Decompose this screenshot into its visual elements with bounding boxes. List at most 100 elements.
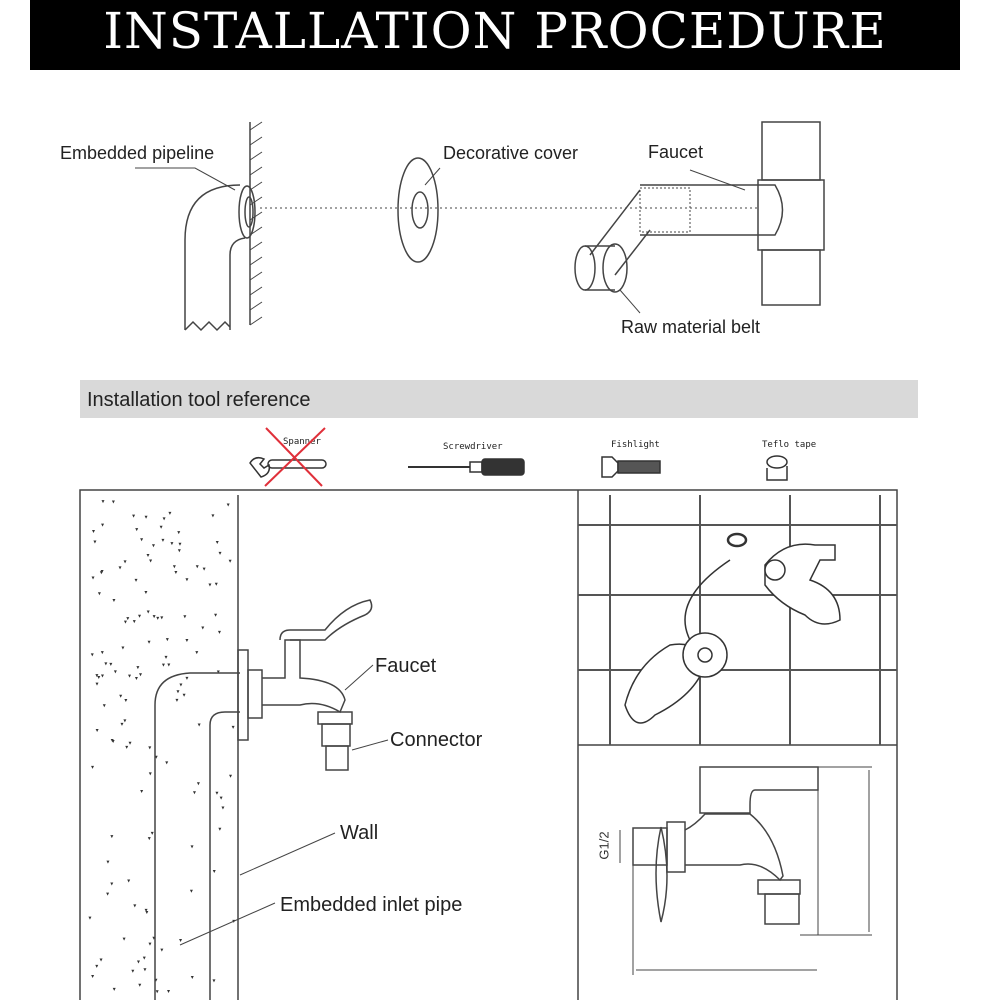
aggregate-dot	[104, 662, 108, 666]
aggregate-dot	[91, 529, 95, 533]
label-thread-size: G1/2	[596, 831, 612, 860]
tape-roll-drawing	[574, 189, 651, 293]
aggregate-dot	[123, 719, 127, 723]
aggregate-dot	[197, 723, 201, 727]
aggregate-dot	[143, 968, 147, 972]
tape-icon	[766, 455, 788, 481]
aggregate-dot	[95, 729, 99, 733]
aggregate-dot	[125, 745, 129, 749]
aggregate-dot	[110, 739, 114, 743]
cross-mark-icon	[264, 427, 326, 487]
aggregate-dot	[121, 646, 125, 650]
label-raw-material-belt: Raw material belt	[621, 317, 761, 337]
aggregate-dot	[229, 774, 233, 778]
aggregate-dot	[142, 956, 146, 960]
aggregate-dot	[211, 514, 215, 518]
aggregate-dot	[148, 746, 152, 750]
aggregate-dot	[90, 653, 94, 657]
aggregate-dot	[216, 670, 220, 674]
aggregate-dot	[192, 791, 196, 795]
aggregate-dot	[99, 958, 103, 962]
aggregate-dot	[219, 796, 223, 800]
aggregate-dot	[215, 541, 219, 545]
aggregate-dot	[127, 879, 131, 883]
aggregate-dot	[195, 565, 199, 569]
aggregate-dot	[217, 630, 221, 634]
faucet-drawing-large	[237, 599, 373, 771]
aggregate-dot	[161, 663, 165, 667]
label-embedded-inlet-pipe: Embedded inlet pipe	[280, 894, 463, 916]
aggregate-dot	[177, 549, 181, 553]
label-faucet: Faucet	[375, 655, 437, 677]
tool-label-spanner: Spanner	[283, 437, 321, 447]
aggregate-dot	[160, 616, 164, 620]
decorative-cover-drawing	[397, 157, 439, 263]
aggregate-dot	[189, 889, 193, 893]
aggregate-dot	[126, 617, 130, 621]
aggregate-dot	[91, 576, 95, 580]
aggregate-dot	[174, 570, 178, 574]
aggregate-dot	[190, 845, 194, 849]
aggregate-dot	[132, 514, 136, 518]
aggregate-dot	[228, 559, 232, 563]
aggregate-dot	[144, 908, 148, 912]
label-faucet-top: Faucet	[648, 142, 704, 162]
aggregate-dot	[214, 613, 218, 617]
aggregate-dot	[176, 690, 180, 694]
aggregate-dot	[208, 583, 212, 587]
aggregate-dot	[195, 651, 199, 655]
aggregate-dot	[128, 741, 132, 745]
aggregate-dot	[118, 566, 122, 570]
aggregate-dot	[109, 662, 113, 666]
aggregate-dot	[138, 983, 142, 987]
aggregate-dot	[146, 610, 150, 614]
aggregate-dot	[91, 974, 95, 978]
aggregate-dot	[151, 544, 155, 548]
aggregate-dot	[160, 948, 164, 952]
aggregate-dot	[185, 639, 189, 643]
aggregate-dot	[91, 765, 95, 769]
tool-label-screwdriver: Screwdriver	[443, 442, 503, 452]
aggregate-dot	[111, 500, 115, 504]
aggregate-dot	[214, 582, 218, 586]
aggregate-dot	[101, 523, 105, 527]
elbow-pipe	[184, 184, 256, 332]
label-decorative-cover: Decorative cover	[443, 143, 579, 163]
aggregate-dot	[132, 620, 136, 624]
aggregate-dot	[97, 592, 101, 596]
page-title: INSTALLATION PROCEDURE	[30, 0, 960, 70]
wall-tiles	[578, 495, 897, 745]
leader-arrow	[179, 664, 389, 946]
aggregate-dot	[110, 882, 114, 886]
aggregate-dot	[145, 910, 149, 914]
aggregate-dot	[150, 831, 154, 835]
aggregate-dot	[167, 990, 171, 994]
leader-line	[135, 167, 236, 191]
aggregate-dot	[231, 725, 235, 729]
aggregate-dot	[147, 837, 151, 841]
aggregate-dot	[168, 511, 172, 515]
aggregate-dot	[123, 620, 127, 624]
aggregate-dot	[144, 515, 148, 519]
leader-line	[619, 289, 641, 314]
aggregate-dot	[138, 614, 142, 618]
inlet-pipe	[154, 672, 240, 1000]
aggregate-dot	[100, 651, 104, 655]
aggregate-dot	[146, 553, 150, 557]
aggregate-dot	[144, 591, 148, 595]
aggregate-dot	[95, 682, 99, 686]
aggregate-dot	[93, 540, 97, 544]
aggregate-dot	[165, 761, 169, 765]
aggregate-dot	[177, 531, 181, 535]
aggregate-dot	[97, 676, 101, 680]
aggregate-dot	[212, 869, 216, 873]
aggregate-dot	[113, 670, 117, 674]
aggregate-dot	[185, 676, 189, 680]
aggregate-dot	[164, 655, 168, 659]
aggregate-dot	[159, 525, 163, 529]
aggregate-dot	[218, 551, 222, 555]
aggregate-dot	[148, 942, 152, 946]
